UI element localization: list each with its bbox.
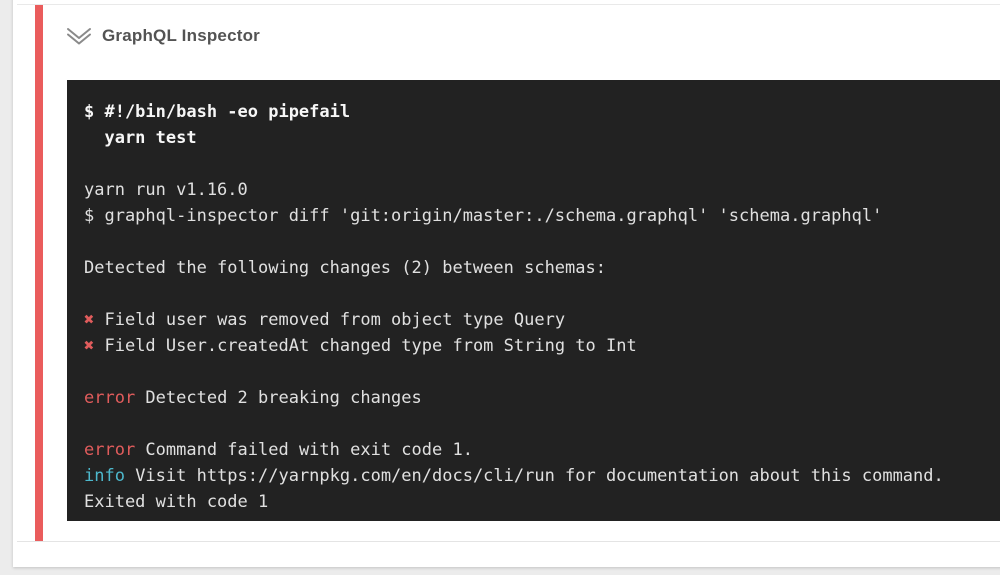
terminal-segment: Detected 2 breaking changes — [135, 388, 422, 408]
terminal-line: $ graphql-inspector diff 'git:origin/mas… — [84, 203, 1000, 229]
terminal-line — [84, 281, 1000, 307]
double-chevron-down-icon — [66, 25, 92, 47]
terminal-segment: $ graphql-inspector diff 'git:origin/mas… — [84, 206, 883, 226]
terminal-segment: Field User.createdAt changed type from S… — [94, 336, 637, 356]
terminal-line: yarn test — [84, 125, 1000, 151]
terminal-segment: Field user was removed from object type … — [94, 310, 566, 330]
terminal-line — [84, 151, 1000, 177]
terminal-line: $ #!/bin/bash -eo pipefail — [84, 99, 1000, 125]
terminal-segment: Visit https://yarnpkg.com/en/docs/cli/ru… — [124, 466, 944, 486]
terminal-line: error Command failed with exit code 1. — [84, 437, 1000, 463]
terminal-segment-error: ✖ — [84, 336, 95, 356]
terminal-line: info Visit https://yarnpkg.com/en/docs/c… — [84, 463, 1000, 489]
terminal-segment-info: info — [84, 466, 125, 486]
terminal-line: Exited with code 1 — [84, 489, 1000, 515]
step-title: GraphQL Inspector — [102, 26, 261, 45]
terminal-segment-error: error — [84, 388, 136, 408]
terminal-segment: Detected the following changes (2) betwe… — [84, 258, 606, 278]
terminal-segment-error: ✖ — [84, 310, 95, 330]
terminal-line: Detected the following changes (2) betwe… — [84, 255, 1000, 281]
terminal-segment-bold: yarn test — [84, 128, 197, 148]
terminal-line — [84, 359, 1000, 385]
terminal-segment-bold: $ #!/bin/bash -eo pipefail — [84, 102, 351, 122]
terminal-output: $ #!/bin/bash -eo pipefail yarn test yar… — [67, 80, 1000, 521]
terminal-segment: yarn run v1.16.0 — [84, 180, 248, 200]
step-row-bottom-divider — [17, 541, 1000, 542]
step-failed-status-stripe — [35, 5, 43, 541]
terminal-line — [84, 229, 1000, 255]
terminal-line: ✖ Field User.createdAt changed type from… — [84, 333, 1000, 359]
terminal-line: error Detected 2 breaking changes — [84, 385, 1000, 411]
terminal-line: ✖ Field user was removed from object typ… — [84, 307, 1000, 333]
terminal-line: yarn run v1.16.0 — [84, 177, 1000, 203]
terminal-line — [84, 411, 1000, 437]
terminal-segment: Exited with code 1 — [84, 492, 269, 512]
step-row-top-divider — [17, 4, 1000, 5]
terminal-segment: Command failed with exit code 1. — [135, 440, 473, 460]
terminal-segment-error: error — [84, 440, 136, 460]
steps-card: GraphQL Inspector $ #!/bin/bash -eo pipe… — [13, 0, 1000, 567]
step-header-toggle[interactable]: GraphQL Inspector — [66, 24, 260, 48]
